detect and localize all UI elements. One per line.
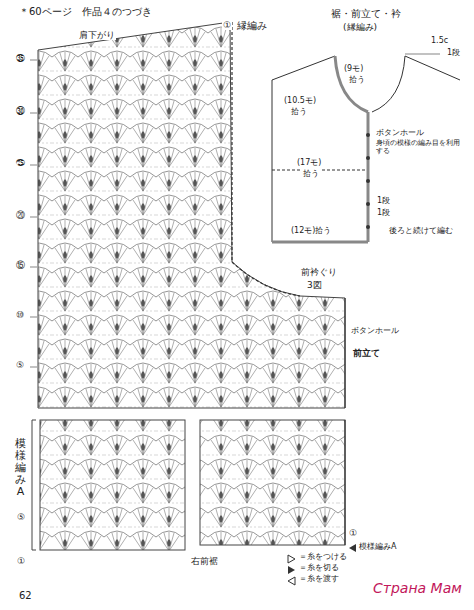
dimension: 1.5c [430,36,449,45]
legend-text: ＝糸を渡す [298,574,340,583]
part-name: 前立て [352,348,381,358]
dimension: 1段 [376,196,391,205]
legend-text: ＝糸を切る [298,563,340,572]
part-name: ボタンホール [375,128,425,137]
stitch-count: (9モ) [343,64,364,73]
part-name: 前衿ぐり [300,267,338,277]
section-label: 縁編み [236,20,268,32]
dimension: 1段 [376,208,391,217]
stitch-count: (10.5モ) [283,96,317,105]
shaping-note: 肩下がり [78,30,116,40]
row-number: ① [222,20,232,30]
stitch-count: 拾う [348,75,366,84]
dimension: 1段 [446,48,461,57]
row-number: ① [348,528,358,538]
schematic-title: 裾・前立て・衿 [330,8,402,20]
row-number: ⑮ [15,260,26,270]
note: 身頃の模様の編み目を利用する [375,139,467,155]
figure-number: 3図 [306,280,323,290]
row-number: ㉚ [15,106,26,116]
stitch-count: (12モ)拾う [290,226,332,235]
stitch-count: 拾う [290,107,308,116]
row-number: ⑤ [15,360,25,370]
page-number: 62 [18,590,33,602]
row-number: ⑩ [15,310,25,320]
stitch-count: 拾う [302,169,320,178]
row-number: ⑳ [15,210,26,220]
legend-text: ＝糸をつける [298,552,348,561]
stitch-count: (17モ) [296,158,322,167]
pattern-name: 模様編みA [358,542,397,551]
pattern-name: 模様編みA [14,438,27,498]
watermark: Страна Мам [372,580,463,596]
row-number: ㉟ [15,53,26,63]
row-number: ① [16,556,26,566]
part-name: 右前裾 [190,556,219,566]
page-heading: ＊60ページ 作品４のつづき [18,6,153,18]
schematic-note: (縁編み) [342,22,378,32]
row-number: ⑤ [16,512,26,522]
part-name: ボタンホール [350,326,400,335]
row-number: ㉕ [15,158,26,168]
note: 後ろと続けて編む [388,226,460,235]
